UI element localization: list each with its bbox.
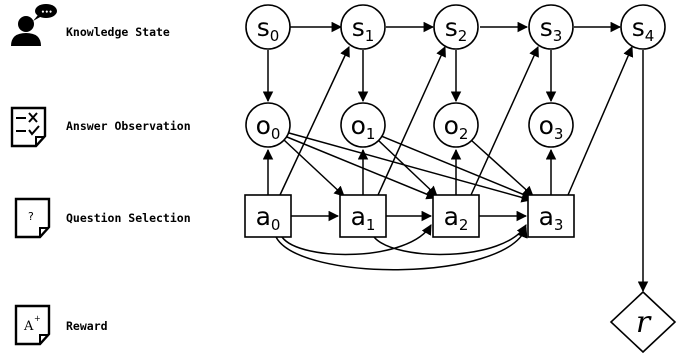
observation-node-2: o2 bbox=[433, 102, 479, 148]
action-node-label: a2 bbox=[444, 202, 469, 234]
action-node-label: a0 bbox=[256, 202, 281, 234]
observation-nodes: o0 o1 o2 o3 bbox=[245, 102, 574, 148]
reward-label: r bbox=[636, 305, 652, 340]
edge-o0-a2 bbox=[286, 136, 437, 200]
reward-node: r bbox=[609, 290, 677, 354]
action-box bbox=[339, 194, 387, 238]
action-node-3: a3 bbox=[527, 194, 575, 238]
edge-o1-a3 bbox=[380, 135, 533, 200]
state-circle bbox=[528, 4, 574, 50]
legend-label-answer: Answer Observation bbox=[66, 119, 191, 133]
question-note-icon: ? bbox=[14, 197, 51, 239]
edge-o2-a3 bbox=[470, 139, 534, 197]
observation-circle bbox=[340, 102, 386, 148]
action-box bbox=[527, 194, 575, 238]
legend-label-question: Question Selection bbox=[66, 211, 191, 225]
action-node-label: a1 bbox=[351, 202, 376, 234]
state-node-label: s0 bbox=[257, 13, 280, 45]
edges bbox=[262, 21, 649, 293]
action-node-2: a2 bbox=[432, 194, 480, 238]
edge-o1-a2 bbox=[377, 139, 438, 197]
edge-a1-a3 bbox=[373, 224, 527, 256]
action-nodes: a0 a1 a2 a3 bbox=[244, 194, 575, 238]
edge-a3-s4 bbox=[567, 46, 634, 196]
state-node-label: s1 bbox=[352, 13, 375, 45]
edge-o0-a3 bbox=[288, 132, 533, 203]
observation-node-label: o1 bbox=[351, 111, 376, 143]
action-node-0: a0 bbox=[244, 194, 292, 238]
state-node-label: s4 bbox=[632, 13, 655, 45]
observation-node-label: o2 bbox=[444, 111, 469, 143]
observation-node-label: o3 bbox=[539, 111, 564, 143]
state-circle bbox=[433, 4, 479, 50]
edge-a0-s1 bbox=[279, 46, 350, 196]
observation-node-1: o1 bbox=[340, 102, 386, 148]
edge-a0-a2 bbox=[281, 224, 432, 256]
state-node-label: s2 bbox=[445, 13, 468, 45]
state-circle bbox=[620, 4, 666, 50]
state-node-0: s0 bbox=[245, 4, 291, 50]
action-node-1: a1 bbox=[339, 194, 387, 238]
question-mark-glyph: ? bbox=[28, 210, 34, 223]
action-box bbox=[244, 194, 292, 238]
edge-a0-a3 bbox=[275, 227, 528, 271]
observation-node-3: o3 bbox=[528, 102, 574, 148]
observation-node-0: o0 bbox=[245, 102, 291, 148]
state-node-3: s3 bbox=[528, 4, 574, 50]
svg-text:•••: ••• bbox=[41, 9, 53, 16]
grade-plus: + bbox=[34, 314, 41, 323]
edge-o0-a1 bbox=[283, 139, 345, 197]
state-node-2: s2 bbox=[433, 4, 479, 50]
observation-circle bbox=[528, 102, 574, 148]
action-box bbox=[432, 194, 480, 238]
observation-circle bbox=[433, 102, 479, 148]
legend-label-reward: Reward bbox=[66, 319, 108, 333]
reward-diamond bbox=[609, 290, 677, 354]
state-node-label: s3 bbox=[540, 13, 563, 45]
observation-node-label: o0 bbox=[256, 111, 281, 143]
state-nodes: s0 s1 s2 s3 s4 bbox=[245, 4, 666, 50]
edge-a2-s3 bbox=[470, 46, 539, 196]
grade-letter: A bbox=[23, 319, 34, 334]
edge-a1-s2 bbox=[377, 46, 446, 196]
a-plus-note-icon: A + bbox=[14, 304, 51, 346]
person-speech-icon: ••• bbox=[11, 4, 57, 46]
state-node-1: s1 bbox=[340, 4, 386, 50]
action-node-label: a3 bbox=[539, 202, 564, 234]
state-node-4: s4 bbox=[620, 4, 666, 50]
state-circle bbox=[245, 4, 291, 50]
observation-circle bbox=[245, 102, 291, 148]
state-circle bbox=[340, 4, 386, 50]
checklist-icon bbox=[10, 106, 47, 148]
legend-label-knowledge: Knowledge State bbox=[66, 25, 170, 39]
